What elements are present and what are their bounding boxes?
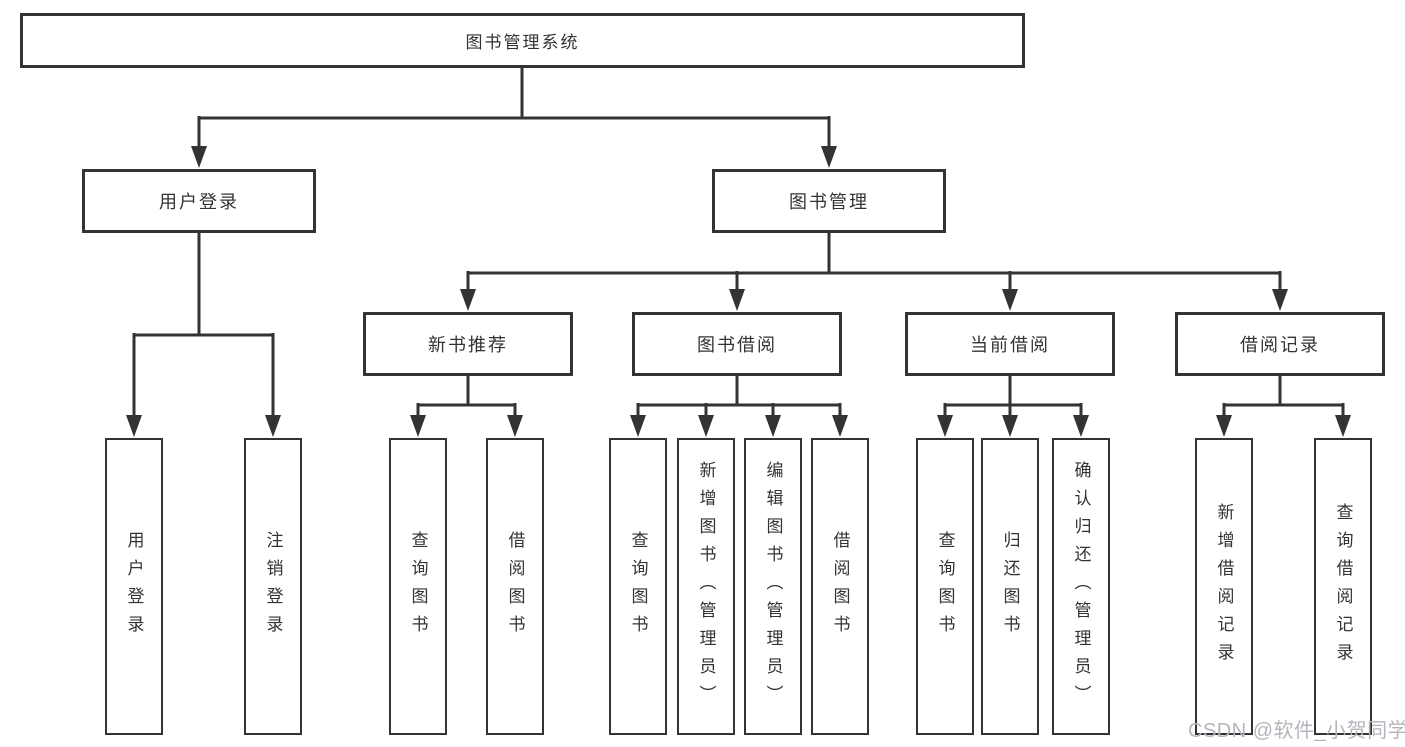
leaf-logout: 注销登录 [244,438,302,735]
node-borrowing-records: 借阅记录 [1175,312,1385,376]
arrowhead-book-borrowing [729,289,745,311]
node-user-login: 用户登录 [82,169,316,233]
node-book-management: 图书管理 [712,169,946,233]
leaf-label: 借阅图书 [505,530,525,643]
node-label: 当前借阅 [970,335,1050,355]
node-current-borrowing: 当前借阅 [905,312,1115,376]
node-label: 图书借阅 [697,335,777,355]
leaf-query-borrow-record: 查询借阅记录 [1314,438,1372,735]
connector-current-borrowing-children [943,376,1083,419]
leaf-label: 注销登录 [263,530,283,643]
arrowhead-borrowing-borrow-books [832,415,848,437]
arrowhead-return-books [1002,415,1018,437]
leaf-label: 查询图书 [628,530,648,643]
leaf-borrowing-borrow-books: 借阅图书 [811,438,869,735]
leaf-current-query-books: 查询图书 [916,438,974,735]
leaf-label: 编辑图书（管理员） [763,460,783,713]
node-label: 图书管理系统 [465,33,580,52]
arrowhead-leaf-logout [265,415,281,437]
arrowhead-new-book-rec [460,289,476,311]
arrowhead-confirm-return [1073,415,1089,437]
arrowhead-borrowing-query-books [630,415,646,437]
connector-borrowing-records-children [1222,376,1345,419]
leaf-borrowing-query-books: 查询图书 [609,438,667,735]
node-label: 借阅记录 [1240,335,1320,355]
leaf-return-books: 归还图书 [981,438,1039,735]
arrowhead-edit-book [765,415,781,437]
leaf-label: 归还图书 [1000,530,1020,643]
leaf-label: 查询图书 [408,530,428,643]
leaf-label: 新增借阅记录 [1214,502,1234,671]
leaf-user-login: 用户登录 [105,438,163,735]
arrowhead-add-borrow-record [1216,415,1232,437]
arrowhead-user-login [191,146,207,168]
arrowhead-current-query-books [937,415,953,437]
leaf-confirm-return-admin: 确认归还（管理员） [1052,438,1110,735]
leaf-label: 查询借阅记录 [1333,502,1353,671]
leaf-edit-book-admin: 编辑图书（管理员） [744,438,802,735]
connector-book-management-children [466,233,1282,294]
csdn-watermark: CSDN @软件_小贺同学 [1188,720,1405,742]
arrowhead-leaf-user-login [126,415,142,437]
leaf-rec-borrow-books: 借阅图书 [486,438,544,735]
arrowhead-rec-borrow-books [507,415,523,437]
arrowhead-borrowing-records [1272,289,1288,311]
leaf-add-borrow-record: 新增借阅记录 [1195,438,1253,735]
leaf-label: 查询图书 [935,530,955,643]
node-book-borrowing: 图书借阅 [632,312,842,376]
leaf-label: 确认归还（管理员） [1071,460,1091,713]
leaf-label: 新增图书（管理员） [696,460,716,713]
leaf-label: 借阅图书 [830,530,850,643]
leaf-rec-query-books: 查询图书 [389,438,447,735]
arrowhead-add-book [698,415,714,437]
node-label: 新书推荐 [428,335,508,355]
node-label: 图书管理 [789,192,869,212]
connector-book-borrowing-children [636,376,842,419]
leaf-add-book-admin: 新增图书（管理员） [677,438,735,735]
leaf-label: 用户登录 [124,530,144,643]
node-label: 用户登录 [159,192,239,212]
arrowhead-query-borrow-record [1335,415,1351,437]
node-library-management-system: 图书管理系统 [20,13,1025,68]
connector-new-book-rec-children [416,376,517,419]
arrowhead-rec-query-books [410,415,426,437]
arrowhead-current-borrowing [1002,289,1018,311]
node-new-book-recommendation: 新书推荐 [363,312,573,376]
arrowhead-book-management [821,146,837,168]
connector-user-login-children [132,233,275,419]
connector-root-to-level2 [197,68,831,150]
